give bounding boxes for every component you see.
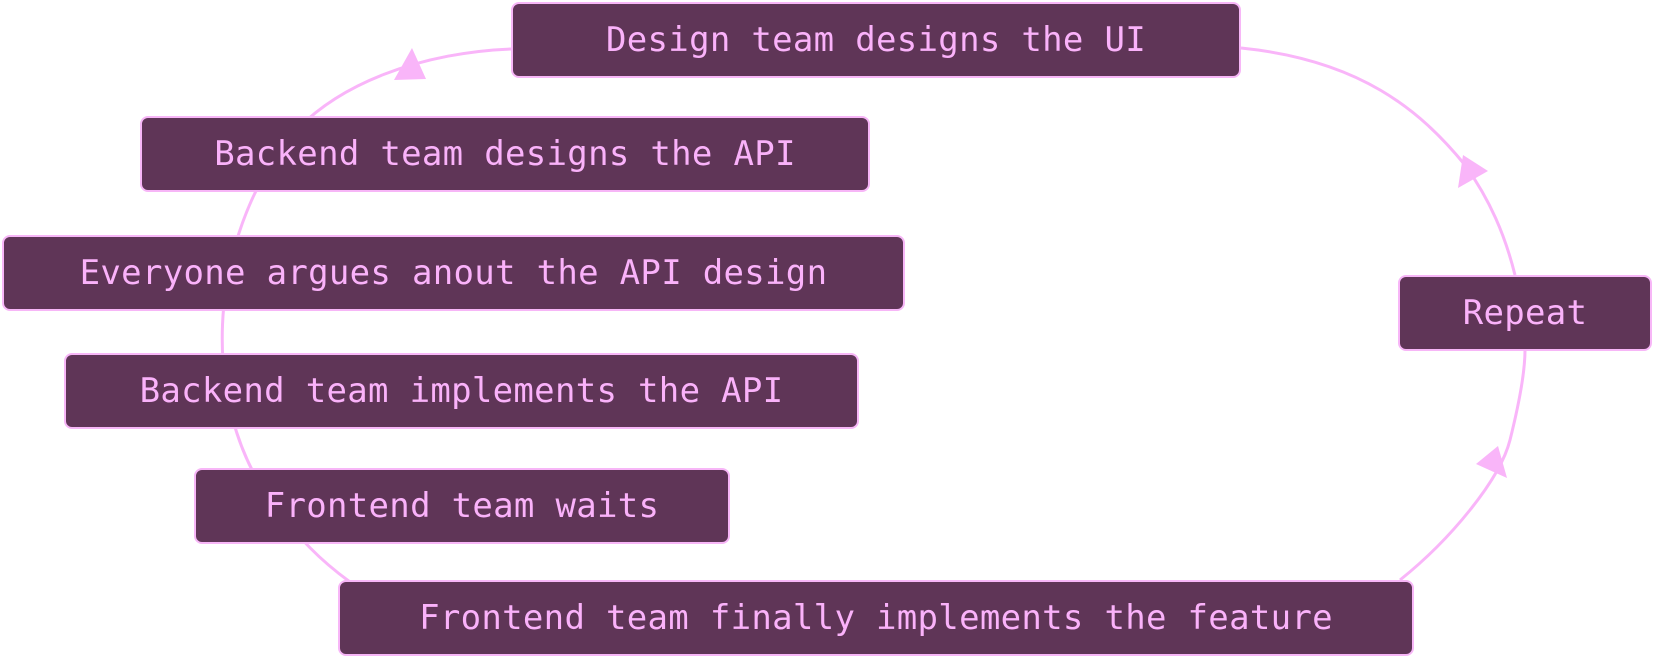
step-label: Frontend team finally implements the fea… [419, 598, 1333, 638]
step-everyone-argues: Everyone argues anout the API design [2, 235, 905, 311]
step-backend-designs-api: Backend team designs the API [140, 116, 870, 192]
step-label: Everyone argues anout the API design [79, 253, 828, 293]
step-frontend-waits: Frontend team waits [194, 468, 730, 544]
step-label: Design team designs the UI [605, 20, 1146, 60]
connector-top-right-arc [1240, 46, 1517, 276]
step-label: Frontend team waits [264, 486, 660, 526]
step-label: Repeat [1462, 293, 1588, 333]
step-design-ui: Design team designs the UI [511, 2, 1241, 78]
arrowhead-left-icon [394, 48, 426, 80]
step-backend-implements-api: Backend team implements the API [64, 353, 859, 429]
step-label: Backend team designs the API [214, 134, 796, 174]
arrowhead-upper-right-icon [1458, 155, 1488, 188]
connector-bottom-right-arc [1399, 349, 1527, 582]
step-repeat: Repeat [1398, 275, 1652, 351]
arrowhead-lower-right-icon [1476, 446, 1507, 478]
step-frontend-implements-feature: Frontend team finally implements the fea… [338, 580, 1414, 656]
step-label: Backend team implements the API [139, 371, 784, 411]
